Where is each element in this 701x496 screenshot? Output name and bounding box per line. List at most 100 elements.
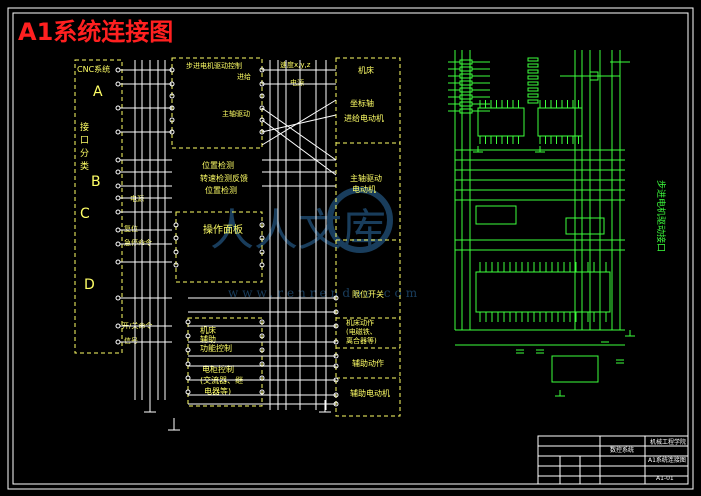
speed-xyz-label: 速度x,y,z	[280, 60, 311, 69]
relay-line-2: 辅助	[200, 334, 216, 344]
terminal	[169, 81, 175, 87]
spindle-motor-line-1: 主轴驱动	[350, 173, 382, 183]
machine-terminal	[333, 295, 339, 301]
terminal	[259, 117, 265, 123]
ic-chip	[475, 205, 517, 225]
feed-axis-label: 坐标轴	[350, 98, 374, 108]
terminal	[173, 222, 179, 228]
reset-label: 复位	[124, 224, 138, 233]
ic-chip	[565, 217, 605, 235]
center-blocks: 步进电机驱动控制 进给 主轴驱动 位置检测 转速检测反馈 位置检测 操作面板 机…	[171, 57, 311, 407]
relay-line-1: 机床	[200, 325, 216, 335]
cnc-label: CNC系统	[77, 64, 110, 74]
terminal	[259, 361, 265, 367]
machine-terminal	[333, 353, 339, 359]
outer-frame	[7, 7, 694, 490]
operator-panel-label: 操作面板	[203, 223, 243, 236]
interface-char-4: 类	[80, 160, 89, 172]
feed-motor-label: 进给电动机	[344, 113, 384, 123]
resistor	[527, 57, 539, 62]
connector	[589, 71, 599, 81]
wire	[261, 107, 337, 161]
spindle-drive-label: 主轴驱动	[222, 109, 250, 118]
aux-action-label: 辅助动作	[352, 358, 384, 368]
cnc-terminal	[115, 295, 121, 301]
aux-motor-label: 辅助电动机	[350, 388, 390, 398]
cnc-box	[74, 59, 123, 354]
resistor	[527, 93, 539, 98]
ic-chip	[475, 271, 611, 313]
cnc-terminal	[115, 209, 121, 215]
cnc-terminal	[115, 169, 121, 175]
terminal	[259, 262, 265, 268]
ic-chip	[477, 107, 525, 137]
resistor	[527, 99, 539, 104]
cnc-terminal	[115, 227, 121, 233]
page-title: A1系统连接图	[18, 18, 173, 46]
cnc-terminal	[115, 183, 121, 189]
machine-terminal	[333, 392, 339, 398]
terminal	[185, 361, 191, 367]
resistor	[527, 87, 539, 92]
operator-panel-box	[175, 211, 263, 283]
drawing-name-text: A1系统连接图	[648, 456, 686, 464]
relay-line-3: 功能控制	[200, 343, 232, 353]
cnc-terminal	[115, 157, 121, 163]
watermark-url: www.renrendoc.com	[228, 286, 421, 300]
terminal	[259, 105, 265, 111]
cnc-terminal	[115, 195, 121, 201]
machine-terminal	[333, 363, 339, 369]
servo-control-label: 步进电机驱动控制	[186, 61, 242, 70]
group-b-label: B	[91, 174, 101, 190]
interface-char-1: 接	[80, 121, 89, 133]
terminal	[169, 93, 175, 99]
terminal	[259, 81, 265, 87]
terminal	[259, 222, 265, 228]
inner-frame	[12, 12, 689, 485]
terminal	[169, 117, 175, 123]
machine-terminal	[333, 401, 339, 407]
project-text: 数控系统	[610, 446, 634, 454]
terminal	[259, 249, 265, 255]
machine-label: 机床	[358, 65, 374, 75]
signal-devices-line-2: (电磁铁、	[346, 327, 377, 336]
position-detect-label: 位置检测	[202, 160, 234, 170]
group-a-label: A	[93, 84, 103, 100]
terminal	[169, 67, 175, 73]
cnc-terminal	[115, 259, 121, 265]
terminal	[169, 129, 175, 135]
terminal	[259, 129, 265, 135]
cnc-terminal	[115, 67, 121, 73]
resistor	[527, 69, 539, 74]
electric-control-line-3: 电器等)	[204, 386, 231, 396]
watermark-text: 人人文库	[210, 205, 386, 256]
machine-block: 机床 坐标轴 进给电动机 主轴驱动 电动机 限位开关 机床动作 (电磁铁、 离合…	[335, 57, 401, 417]
signal-devices-line-3: 离合器等)	[346, 336, 377, 345]
wire	[261, 119, 337, 176]
interface-char-2: 口	[80, 136, 89, 146]
cnc-terminal	[115, 105, 121, 111]
sheet-text: A1-01	[656, 475, 674, 482]
terminal	[259, 93, 265, 99]
interface-char-3: 分	[80, 148, 89, 159]
terminal	[169, 105, 175, 111]
wire	[261, 114, 337, 133]
cnc-terminal	[115, 129, 121, 135]
watermark: 人人文库 www.renrendoc.com	[210, 187, 421, 300]
resistor	[527, 63, 539, 68]
position-feedback-label: 位置检测	[205, 185, 237, 195]
terminal	[259, 375, 265, 381]
wire	[261, 99, 337, 146]
servo-control-box	[171, 57, 263, 149]
circuit-schematic	[448, 50, 635, 397]
terminal	[259, 347, 265, 353]
estop-label: 急停命令	[124, 238, 152, 247]
speed-detect-label: 转速检测反馈	[200, 173, 248, 183]
cnc-block: CNC系统 A 接 口 分 类 B C D 电源 复位 急停命令 开/关命令 信…	[74, 59, 152, 354]
terminal	[259, 67, 265, 73]
schematic-label: 步进电机驱动接口	[655, 180, 667, 252]
terminal	[173, 249, 179, 255]
resistor	[527, 81, 539, 86]
